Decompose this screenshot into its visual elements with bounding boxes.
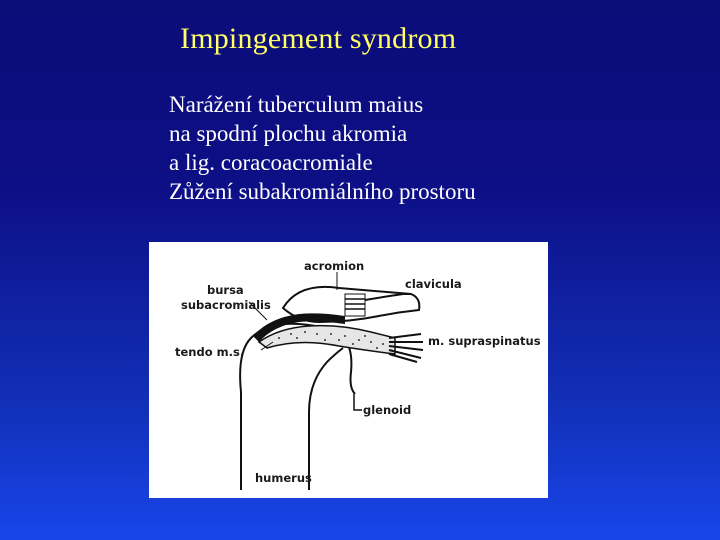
text-line-3: a lig. coracoacromiale xyxy=(169,150,373,175)
humerus-outline xyxy=(239,322,346,490)
muscle-fibres xyxy=(388,333,424,363)
tendon-dots xyxy=(278,331,384,349)
slide-text: Narážení tuberculum maius na spodní ploc… xyxy=(169,90,476,206)
label-glenoid: glenoid xyxy=(363,403,411,417)
bursa-pointer xyxy=(248,301,268,321)
text-line-4: Zůžení subakromiálního prostoru xyxy=(169,179,476,204)
tendon-shape xyxy=(257,324,396,355)
shoulder-diagram-svg: acromion clavicula bursa subacromialis m… xyxy=(175,259,541,490)
humerus-inner-outline xyxy=(308,347,344,490)
bursa-shape xyxy=(253,313,345,342)
tendo-pointer xyxy=(260,341,274,351)
glenoid-pointer xyxy=(353,394,362,411)
label-acromion: acromion xyxy=(304,259,364,273)
label-bursa: bursa xyxy=(207,283,244,297)
clavicula-outline xyxy=(364,293,411,301)
ac-joint xyxy=(344,293,366,317)
label-tendo: tendo m.s. xyxy=(175,345,244,359)
text-line-1: Narážení tuberculum maius xyxy=(169,92,424,117)
acromion-outline xyxy=(281,285,421,324)
shoulder-diagram: acromion clavicula bursa subacromialis m… xyxy=(149,242,548,498)
label-humerus: humerus xyxy=(255,471,312,485)
label-supraspinatus: m. supraspinatus xyxy=(428,334,541,348)
label-clavicula: clavicula xyxy=(405,277,462,291)
text-line-2: na spodní plochu akromia xyxy=(169,121,408,146)
label-subacromialis: subacromialis xyxy=(181,298,271,312)
slide-title: Impingement syndrom xyxy=(180,22,457,55)
